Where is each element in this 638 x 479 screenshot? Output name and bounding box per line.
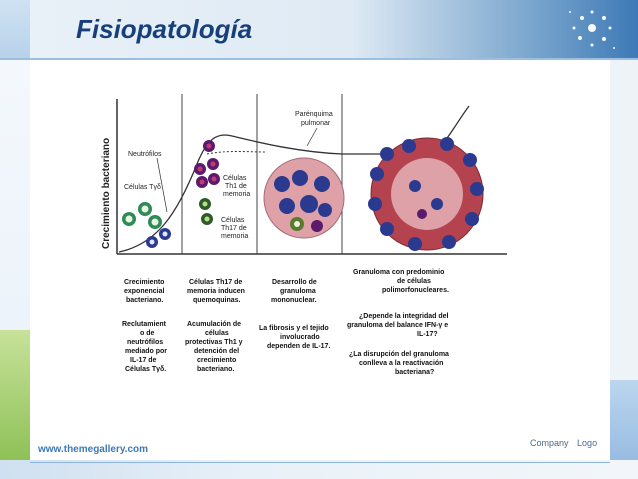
granuloma-mononuclear <box>263 157 345 239</box>
col2-top-1: Células Th17 de <box>189 279 242 286</box>
column-1-text: Crecimiento exponencial bacteriano. Recl… <box>122 279 167 373</box>
col3-top-3: mononuclear. <box>271 297 317 304</box>
col3-bot-1: La fibrosis y el tejido <box>259 325 329 332</box>
column-2-text: Células Th17 de memoria inducen quemoqui… <box>185 279 245 373</box>
y-axis-label: Crecimiento bacteriano <box>101 138 112 249</box>
column-3-text: Desarrollo de granuloma mononuclear. La … <box>259 279 330 350</box>
header-corner-block <box>0 0 30 60</box>
col1-bot-5: IL-17 de <box>130 357 157 364</box>
col1-bot-4: mediado por <box>125 348 167 355</box>
label-th1-1: Células <box>223 175 247 182</box>
label-th17-3: memoria <box>221 233 248 240</box>
col4-bot-1: ¿Depende la integridad del <box>359 313 449 320</box>
left-accent-green <box>0 330 30 460</box>
col4-top-2: de células <box>397 278 431 285</box>
col4-bot-7: bacteriana? <box>395 369 434 376</box>
slide-title: Fisiopatología <box>76 14 253 44</box>
col4-bot-3: IL-17? <box>417 331 438 338</box>
pathophysiology-figure: Crecimiento bacteriano Parénquima pulmon… <box>101 94 507 376</box>
granuloma-polymorphonuclear <box>368 137 484 251</box>
star-burst-icon <box>569 10 615 49</box>
col4-bot-2: granuloma del balance IFN-γ e <box>347 322 448 329</box>
header-divider <box>0 58 638 60</box>
col2-bot-5: crecimiento <box>197 357 236 364</box>
col1-bot-6: Células Tγδ. <box>125 366 166 373</box>
col3-top-2: granuloma <box>280 288 316 295</box>
footer-band <box>0 460 638 479</box>
col3-bot-2: involucrado <box>280 334 320 341</box>
company-logo-text: Company Logo <box>530 438 603 448</box>
col2-bot-4: detención del <box>194 348 239 355</box>
gamma-delta-cells <box>122 202 162 229</box>
col2-bot-1: Acumulación de <box>187 321 241 328</box>
th17-memory-cells <box>199 198 213 225</box>
label-th17-1: Células <box>221 217 245 224</box>
col4-top-3: polimorfonucleares. <box>382 287 449 294</box>
footer-url: www.themegallery.com <box>38 444 149 455</box>
dotted-curve <box>206 151 268 155</box>
col2-top-2: memoria inducen <box>187 288 245 295</box>
col3-top-1: Desarrollo de <box>272 279 317 286</box>
col2-bot-2: células <box>205 330 229 337</box>
col4-bot-5: ¿La disrupción del granuloma <box>349 351 449 358</box>
label-neutrofilos: Neutrófilos <box>128 151 162 158</box>
col1-top-3: bacteriano. <box>126 297 163 304</box>
column-4-text: Granuloma con predominio de células poli… <box>347 269 449 376</box>
label-celulas-tgd: Células Tγδ <box>124 184 161 191</box>
header-band <box>0 0 638 60</box>
col2-bot-3: protectivas Th1 y <box>185 339 243 346</box>
company-label: Company <box>530 438 569 448</box>
col1-top-1: Crecimiento <box>124 279 164 286</box>
label-th1-2: Th1 de <box>225 183 247 190</box>
label-parenquima-1: Parénquima <box>295 111 333 118</box>
logo-label: Logo <box>577 438 598 448</box>
neutrophil-cells <box>146 228 171 248</box>
col1-bot-1: Reclutamient <box>122 321 167 328</box>
col4-top-1: Granuloma con predominio <box>353 269 444 276</box>
col3-bot-3: dependen de IL-17. <box>267 343 330 350</box>
label-th1-3: memoria <box>223 191 250 198</box>
label-th17-2: Th17 de <box>221 225 247 232</box>
col2-top-3: quemoquinas. <box>193 297 241 304</box>
col1-bot-2: o de <box>140 330 154 337</box>
col1-bot-3: neutrófilos <box>127 339 163 346</box>
footer-divider <box>30 462 610 463</box>
col4-bot-6: conlleva a la reactivación <box>359 360 443 367</box>
col2-bot-6: bacteriano. <box>197 366 234 373</box>
col1-top-2: exponencial <box>124 288 165 295</box>
label-parenquima-2: pulmonar <box>301 120 331 127</box>
th1-memory-cells <box>194 140 220 188</box>
